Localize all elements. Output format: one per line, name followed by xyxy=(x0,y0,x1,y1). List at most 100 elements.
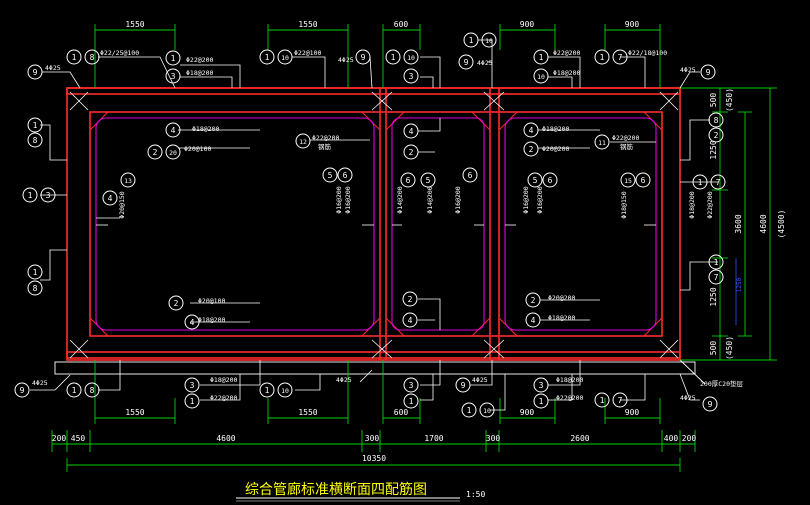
top-dim-1: 1550 xyxy=(125,20,144,29)
bubble-number: 7 xyxy=(618,53,623,62)
drawing-scale: 1:50 xyxy=(466,490,485,499)
callout-texts: Φ22/25@100 Φ22@200 Φ18@200 Φ22@100 4Φ25 … xyxy=(32,49,743,402)
bubble-number: 4 xyxy=(190,318,195,327)
bubble-number: 1 xyxy=(539,397,544,406)
bubble-number: 3 xyxy=(539,381,544,390)
bubble-number: 4 xyxy=(531,316,536,325)
bubble-number: 10 xyxy=(483,407,491,415)
top-dim-5: 900 xyxy=(625,20,640,29)
bubble-number: 8 xyxy=(714,116,719,125)
top-rebar-band xyxy=(66,87,681,95)
bubble-number: 2 xyxy=(153,148,158,157)
bubble-number: 1 xyxy=(714,258,719,267)
rdim-1: 500 xyxy=(709,93,718,108)
bubble-number: 1 xyxy=(265,386,270,395)
bubble-number: 8 xyxy=(33,136,38,145)
bubble-number: 1 xyxy=(469,36,474,45)
bubble-number: 8 xyxy=(33,284,38,293)
bottom-rebar-band xyxy=(66,351,681,359)
callout-2b: Φ18@200 xyxy=(186,69,213,77)
wall-spec-2: Φ20@100 xyxy=(184,145,211,153)
bottom-dim-4: 900 xyxy=(520,408,535,417)
wall-spec-6b: 钢筋 xyxy=(620,142,634,151)
bubble-number: 10 xyxy=(537,73,545,81)
bubble-number: 6 xyxy=(641,176,646,185)
top-dim-4: 900 xyxy=(520,20,535,29)
bubble-number: 13 xyxy=(124,177,132,185)
bubble-number: 1 xyxy=(600,53,605,62)
bubble-number: 1 xyxy=(265,53,270,62)
bubble-number: 9 xyxy=(708,400,713,409)
bubble-number: 1 xyxy=(600,396,605,405)
rdim-3: 3600 xyxy=(734,214,743,233)
concrete-outline xyxy=(66,87,681,361)
c20-cushion xyxy=(54,361,696,375)
bubble-number: 7 xyxy=(714,273,719,282)
bubble-number: 10 xyxy=(281,387,289,395)
bot-out-5: 4Φ25 xyxy=(32,379,48,387)
chain-8: 400 xyxy=(664,434,679,443)
chain-1: 200 xyxy=(52,434,67,443)
callout-5b: Φ18@200 xyxy=(553,69,580,77)
bottom-dim-2: 1550 xyxy=(298,408,317,417)
rparen-2: (450) xyxy=(725,336,734,360)
right-dim-texts: 500 (450) 1250 3600 1250 500 (450) 4600 … xyxy=(709,88,786,360)
bubble-number: 9 xyxy=(361,53,366,62)
dim-texts: 1550 1550 600 900 900 1550 1550 600 900 … xyxy=(52,20,697,463)
bubble-number: 2 xyxy=(408,295,413,304)
bubble-number: 20 xyxy=(169,149,177,157)
bubble-number: 6 xyxy=(468,171,473,180)
bubble-number: 10 xyxy=(281,54,289,62)
bubble-number: 9 xyxy=(33,68,38,77)
wall-spec-6: Φ22@200 xyxy=(612,134,639,142)
bubble-number: 4 xyxy=(408,316,413,325)
bubble-number: 7 xyxy=(618,396,623,405)
vlabel-11: Φ22@200 xyxy=(706,191,714,218)
middle-chamber-rebar xyxy=(391,117,485,331)
bubble-number: 3 xyxy=(171,72,176,81)
bubble-number: 4 xyxy=(171,126,176,135)
left-chamber-rebar xyxy=(95,117,375,331)
callout-4: 4Φ25 xyxy=(338,56,354,64)
bubble-number: 9 xyxy=(461,381,466,390)
bubble-number: 1 xyxy=(539,53,544,62)
bottom-dim-1: 1550 xyxy=(125,408,144,417)
bubble-number: 1 xyxy=(72,386,77,395)
chain-4: 300 xyxy=(365,434,380,443)
bubble-number: 11 xyxy=(598,139,606,147)
vlabel-10: Φ18@200 xyxy=(688,191,696,218)
bubble-number: 15 xyxy=(624,177,632,185)
inner-rebar xyxy=(95,117,657,331)
bubble-number: 1 xyxy=(171,54,176,63)
chain-3: 4600 xyxy=(216,434,235,443)
chain-7: 2600 xyxy=(570,434,589,443)
bot-out-1: Φ18@200 xyxy=(210,376,237,384)
bubble-number: 6 xyxy=(343,171,348,180)
bubble-number: 1 xyxy=(190,397,195,406)
bubble-number: 6 xyxy=(548,176,553,185)
chain-9: 200 xyxy=(682,434,697,443)
drawing-title: 综合管廊标准横断面四配筋图 xyxy=(245,481,427,498)
inner-wall xyxy=(89,111,663,337)
chain-6: 300 xyxy=(486,434,501,443)
chain-2: 450 xyxy=(71,434,86,443)
wall-spec-4: Φ18@200 xyxy=(542,125,569,133)
vlabel-3: Φ16@200 xyxy=(344,186,352,213)
callout-7: 4Φ25 xyxy=(680,66,696,74)
bubble-number: 2 xyxy=(714,131,719,140)
leader-lines xyxy=(30,39,718,411)
bubble-number: 1 xyxy=(391,53,396,62)
bot-spec-2: Φ18@200 xyxy=(198,316,225,324)
bubble-number: 1 xyxy=(698,178,703,187)
bubble-number: 4 xyxy=(108,194,113,203)
bubble-number: 2 xyxy=(531,296,536,305)
callout-4b: 4Φ25 xyxy=(477,59,493,67)
rdim-5: 500 xyxy=(709,341,718,356)
bubble-number: 5 xyxy=(328,171,333,180)
bubble-number: 10 xyxy=(407,54,415,62)
blue-dim: 1250 xyxy=(736,277,743,292)
bubble-number: 7 xyxy=(716,178,721,187)
bot-spec-1: Φ20@100 xyxy=(198,297,225,305)
bubble-number: 8 xyxy=(90,53,95,62)
